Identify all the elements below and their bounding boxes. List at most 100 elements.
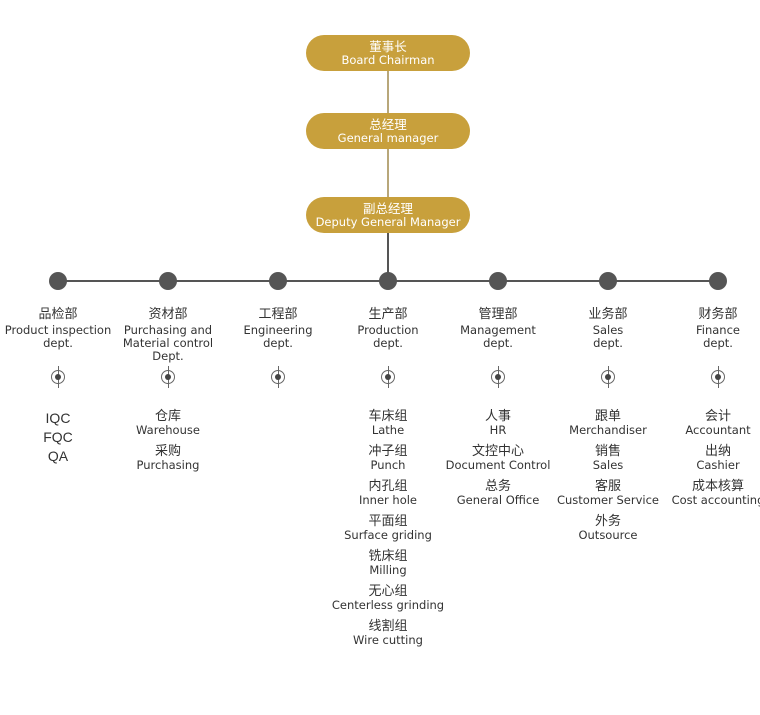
subunit-name-cn: 线割组 [368,619,408,634]
department-name-en: dept. [703,336,733,350]
subunit-name-cn: 文控中心 [471,444,524,459]
subunit-name-en: Cashier [696,458,740,472]
subunit-name-en: Sales [592,458,624,472]
department-name-en: Management [460,323,536,337]
subunit-name-en: Centerless grinding [331,598,445,612]
general-manager-box: 总经理 General manager [306,113,470,149]
qc-code: IQC [45,410,71,426]
subunit-name-en: Warehouse [136,423,200,437]
department-name-en: dept. [263,336,293,350]
deputy-general-manager-en: Deputy General Manager [315,214,461,229]
department-name-en: Material control Dept. [122,336,214,363]
subunit-name-cn: 无心组 [368,584,408,599]
subunit-name-en: Outsource [578,528,638,542]
department-name-cn: 品检部 [38,307,78,322]
subunit-name-cn: 平面组 [368,514,408,529]
target-icon [271,366,285,388]
department-name-en: Purchasing and [123,323,213,337]
subunit-name-cn: 采购 [154,444,181,459]
connector-deputy-bus [387,233,389,281]
target-icon [381,366,395,388]
subunit-name-en: Document Control [445,458,551,472]
subunit-name-en: Cost accounting [671,493,760,507]
general-manager-cn: 总经理 [369,116,407,132]
board-chairman-cn: 董事长 [369,38,407,54]
subunit-name-en: Purchasing [136,458,200,472]
department-name-cn: 业务部 [588,307,628,322]
department-name-cn: 工程部 [258,307,298,322]
qc-code: FQC [43,429,73,445]
subunit-name-cn: 冲子组 [368,444,408,459]
department-name-en: dept. [593,336,623,350]
deputy-general-manager-cn: 副总经理 [362,200,413,216]
department-name-en: Product inspection [4,323,112,337]
subunit-name-en: Punch [370,458,406,472]
target-icon [601,366,615,388]
department-node-dot [379,272,397,290]
general-manager-en: General manager [337,130,439,145]
subunit-name-en: Merchandiser [569,423,647,437]
subunit-name-cn: 总务 [484,479,511,494]
department-name-en: dept. [483,336,513,350]
department-node-dot [599,272,617,290]
subunit-name-cn: 销售 [594,444,621,459]
department-name-en: Production [357,323,419,337]
subunit-name-en: Inner hole [358,493,418,507]
subunit-name-en: Surface griding [344,528,432,542]
target-icon [51,366,65,388]
subunit-name-cn: 跟单 [594,409,621,424]
subunit-name-en: HR [489,423,507,437]
subunit-name-cn: 出纳 [704,444,731,459]
department-name-en: dept. [43,336,73,350]
subunit-name-en: Accountant [685,423,751,437]
subunit-name-cn: 会计 [704,409,731,424]
target-icon [161,366,175,388]
subunit-name-en: Lathe [371,423,405,437]
subunit-name-en: Milling [369,563,407,577]
subunit-name-cn: 客服 [594,479,621,494]
department-node-dot [269,272,287,290]
deputy-general-manager-box: 副总经理 Deputy General Manager [306,197,470,233]
department-name-en: Finance [696,323,740,337]
subunit-name-cn: 成本核算 [691,479,744,494]
department-node-dot [709,272,727,290]
department-name-cn: 生产部 [368,307,408,322]
department-node-dot [159,272,177,290]
connector-gm-deputy [387,149,389,197]
department-name-en: dept. [373,336,403,350]
department-name-en: Engineering [243,323,313,337]
subunit-name-cn: 内孔组 [368,479,408,494]
target-icon [491,366,505,388]
department-name-cn: 管理部 [478,307,518,322]
subunit-name-cn: 仓库 [154,409,181,424]
department-name-cn: 资材部 [148,307,188,322]
subunit-name-cn: 人事 [484,409,511,424]
target-icon [711,366,725,388]
board-chairman-en: Board Chairman [341,52,435,67]
